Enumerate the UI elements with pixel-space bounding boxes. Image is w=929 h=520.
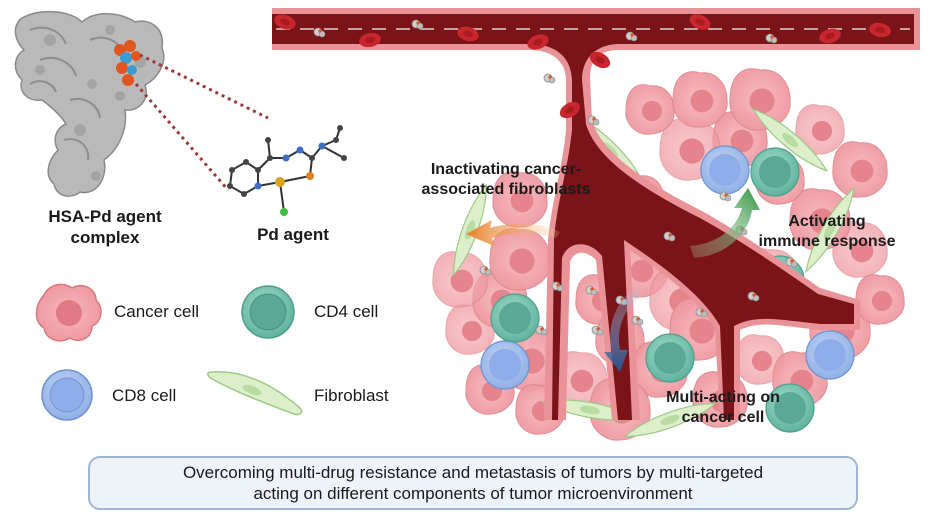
multi-acting-annotation: Multi-acting on cancer cell — [648, 388, 798, 428]
hsa-pd-particles — [313, 19, 798, 336]
legend-cancer-cell-label: Cancer cell — [114, 302, 200, 321]
cancer-cell — [625, 84, 675, 135]
cd8-cell — [700, 145, 750, 195]
cancer-cell — [492, 171, 548, 228]
legend-fibroblast-icon — [207, 371, 303, 416]
complex-label: HSA-Pd agent complex — [30, 206, 180, 248]
drug-particle — [587, 115, 600, 126]
drug-particle — [785, 257, 798, 268]
fibroblast — [452, 183, 488, 277]
drug-particle — [551, 281, 564, 292]
cd4-cell — [765, 383, 815, 433]
red-blood-cell — [819, 28, 841, 44]
arrow-inactivate-caf — [466, 220, 560, 246]
summary-line1: Overcoming multi-drug resistance and met… — [182, 463, 764, 482]
cd4-cell — [490, 293, 540, 343]
legend-cd8-cell-label: CD8 cell — [112, 386, 177, 405]
pd-agent-atoms — [227, 125, 347, 216]
cancer-cell — [729, 68, 791, 131]
red-blood-cell — [274, 14, 296, 30]
red-blood-cell — [559, 101, 581, 119]
arrow-multi-acting — [604, 288, 642, 372]
summary-line2: acting on different components of tumor … — [253, 484, 693, 503]
drug-particle — [479, 265, 492, 276]
legend-fibroblast-label: Fibroblast — [314, 386, 389, 405]
hsa-protein-surface — [14, 10, 165, 197]
drug-particle — [695, 307, 708, 318]
drug-particle — [719, 191, 732, 202]
immune-annotation-line1: Activating — [788, 213, 866, 230]
drug-particle — [543, 73, 556, 84]
drug-particle — [535, 325, 548, 336]
cd4-cell — [750, 147, 800, 197]
immune-annotation-line2: immune response — [758, 233, 896, 250]
pd-agent-label: Pd agent — [257, 225, 329, 244]
fibroblast — [805, 186, 855, 274]
legend-cd8-cell-icon — [41, 369, 93, 421]
red-blood-cell — [869, 22, 891, 38]
fibroblast — [623, 402, 717, 438]
cancer-cell — [489, 228, 551, 291]
legend-cd4-cell-icon — [241, 285, 295, 339]
arrow-activate-immune — [690, 188, 760, 258]
red-blood-cells — [274, 14, 891, 119]
cancer-cell — [432, 251, 488, 308]
caf-annotation-line1: Inactivating cancer- — [430, 161, 582, 178]
drug-particle — [313, 27, 326, 38]
pd-binding-site — [114, 40, 141, 86]
red-blood-cell — [527, 34, 549, 50]
cd8-cell — [805, 330, 855, 380]
summary-box: Overcoming multi-drug resistance and met… — [88, 456, 858, 510]
cancer-cell — [735, 334, 785, 385]
drug-particle — [411, 19, 424, 30]
drug-particle — [747, 291, 760, 302]
caf-annotation-line2: associated fibroblasts — [421, 181, 591, 198]
legend-cd4-cell-label: CD4 cell — [314, 302, 379, 321]
cancer-cell — [832, 141, 888, 198]
immune-annotation: Activating immune response — [752, 212, 902, 252]
fibroblast — [751, 107, 829, 173]
complex-label-line2: complex — [70, 228, 140, 247]
drug-particle — [663, 231, 676, 242]
drug-particle — [585, 285, 598, 296]
blood-vessel — [272, 8, 920, 420]
cd8-cell — [480, 340, 530, 390]
drug-particle — [591, 325, 604, 336]
red-blood-cell — [457, 26, 479, 42]
complex-label-line1: HSA-Pd agent — [48, 207, 162, 226]
cancer-cell — [672, 71, 728, 128]
legend-cancer-cell-icon — [35, 283, 102, 342]
caf-annotation: Inactivating cancer- associated fibrobla… — [396, 160, 616, 200]
multi-acting-annotation-line1: Multi-acting on — [666, 389, 780, 406]
zoom-guide-lines — [134, 53, 269, 191]
red-blood-cell — [589, 51, 611, 69]
drug-particle — [765, 33, 778, 44]
pd-agent-molecule — [228, 127, 345, 213]
multi-acting-annotation-line2: cancer cell — [681, 409, 765, 426]
red-blood-cell — [359, 32, 381, 48]
cancer-cell — [855, 274, 905, 325]
cd4-cell — [645, 333, 695, 383]
cancer-cell — [795, 104, 845, 155]
red-blood-cell — [689, 14, 711, 30]
drug-particle — [631, 315, 644, 326]
drug-particle — [625, 31, 638, 42]
